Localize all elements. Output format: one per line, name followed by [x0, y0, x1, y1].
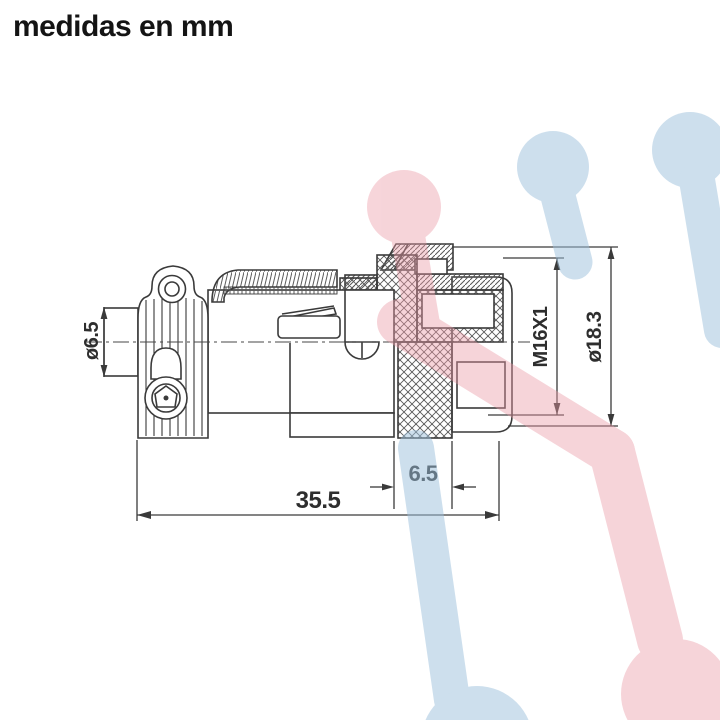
rear-inner-detail — [456, 361, 506, 409]
screw-flats — [154, 385, 178, 408]
screw-center — [163, 395, 169, 401]
pink-pin-head — [367, 170, 441, 244]
teeth-row — [223, 286, 338, 295]
dim-label-thread: M16X1 — [530, 306, 552, 367]
key-slot — [277, 315, 341, 339]
dim-label-outer-diameter: ø18.3 — [583, 311, 606, 362]
bayonet-hole-inner — [164, 281, 180, 297]
dim-left-diameter — [100, 307, 108, 377]
pink-pin-head — [621, 639, 720, 720]
page-title: medidas en mm — [13, 10, 234, 43]
bore-window — [421, 293, 495, 329]
barrel-step — [289, 412, 395, 438]
clamp-bell — [150, 347, 182, 380]
dim-nut-width — [370, 441, 476, 509]
dim-outer-diameter — [452, 246, 618, 427]
connector-body — [103, 243, 513, 439]
dim-label-overall-length: 35.5 — [296, 487, 341, 514]
dim-label-left-diameter: ø6.5 — [81, 322, 103, 360]
watermark-blue-pins — [398, 112, 720, 720]
blue-pin-head — [425, 686, 529, 720]
dim-thread — [488, 257, 564, 416]
knurl-block-lower — [397, 341, 453, 439]
watermark-pink-pins — [367, 170, 720, 720]
